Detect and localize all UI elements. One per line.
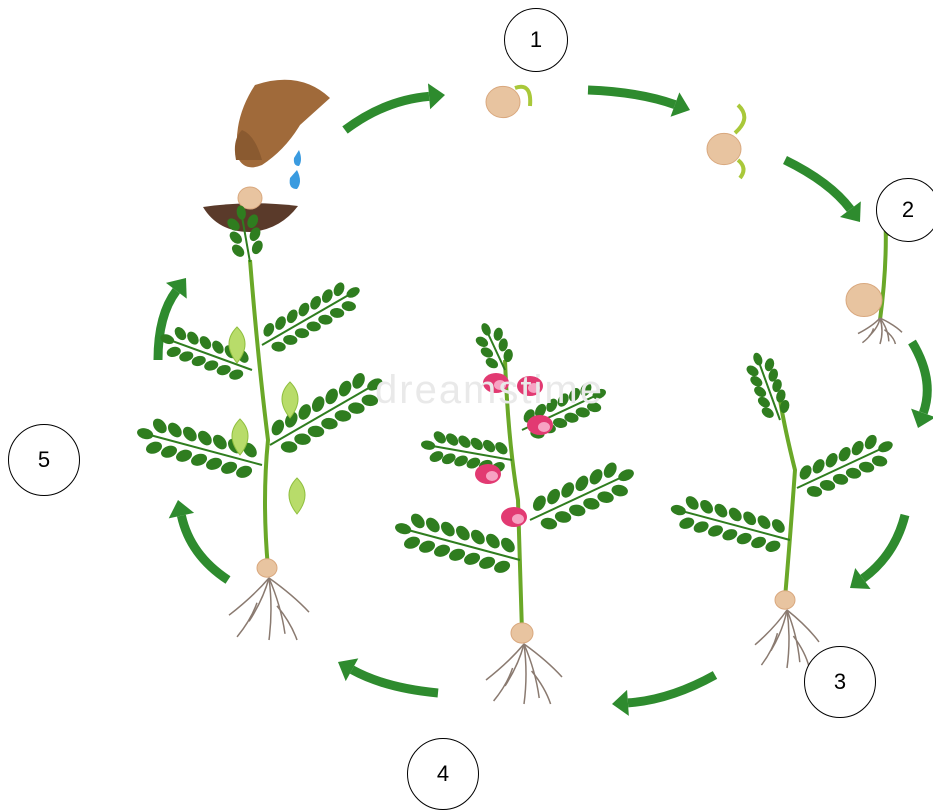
stage-3-number: 3	[804, 646, 876, 718]
stage-4-number: 4	[407, 738, 479, 810]
water-drop-1	[294, 150, 301, 166]
arrow-3-turn	[850, 515, 905, 589]
seedling-roots	[858, 318, 902, 344]
arrow-3-to-4	[612, 675, 715, 716]
flowering-seed	[511, 623, 533, 643]
seedling-seed	[846, 283, 882, 316]
seed-1	[486, 86, 520, 117]
young-leaf-top	[740, 347, 795, 425]
flowering-roots	[486, 644, 562, 704]
flower-center-3	[538, 422, 550, 432]
water-drop-2	[290, 170, 300, 189]
pod-leaf-upper-right	[253, 273, 368, 360]
watermark: dreamstime	[375, 368, 604, 413]
arrow-5-lower	[169, 500, 228, 580]
pod-leaf-right	[260, 362, 393, 462]
arrow-sow-to-1	[345, 83, 445, 130]
stage-5-number: 5	[8, 424, 80, 496]
young-plant-stem	[780, 400, 795, 598]
arrow-1-to-1b	[588, 90, 690, 117]
stage-1-number: 1	[504, 8, 568, 72]
young-leaf-left	[666, 489, 795, 558]
pod-4	[289, 478, 305, 514]
pod-plant-stem	[250, 260, 268, 568]
stage-1-illustration	[486, 86, 744, 178]
pod-2	[282, 382, 298, 418]
pod-plant-roots	[229, 578, 309, 640]
stage-2-number: 2	[876, 178, 933, 242]
young-leaf-right	[789, 426, 901, 505]
pod-leaf-left	[132, 412, 268, 485]
flowering-leaf-right	[521, 453, 642, 539]
young-plant-seed	[775, 591, 795, 609]
seed-1b	[707, 133, 741, 164]
sowing-illustration	[203, 80, 330, 232]
flower-center-4	[486, 471, 498, 481]
stage-3-illustration	[666, 347, 901, 668]
arrow-2-to-3	[911, 342, 933, 428]
flower-center-5	[512, 514, 524, 524]
flowering-leaf-upper-left	[418, 426, 515, 477]
arrow-1b-to-2	[785, 160, 861, 222]
arrow-4-to-4b	[338, 658, 438, 693]
young-plant-roots	[755, 610, 819, 668]
stage-5-illustration	[132, 202, 392, 640]
pod-plant-seed	[257, 559, 277, 577]
